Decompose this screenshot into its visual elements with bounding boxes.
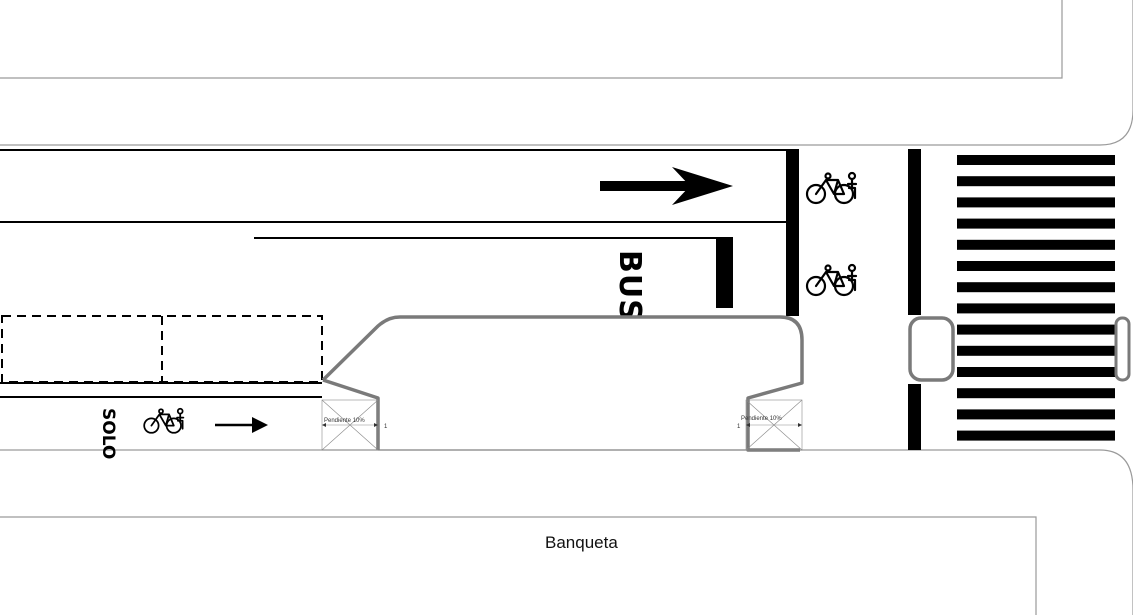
- stop-line-bikes-bottom: [908, 384, 921, 450]
- crosswalk-stripe: [957, 197, 1115, 208]
- svg-text:1: 1: [737, 424, 741, 430]
- bus-lane-end-bar: [716, 237, 733, 308]
- crosswalk-stripe: [957, 155, 1115, 165]
- crosswalk-stripe: [957, 176, 1115, 187]
- top-block-outline: [0, 0, 1063, 79]
- crosswalk-stripe: [957, 409, 1115, 420]
- bike-lane-solo-label: SOLO: [98, 408, 118, 459]
- crosswalk-stripe: [957, 345, 1115, 356]
- ramp-left-label: Pendiente 10%: [324, 418, 365, 424]
- crosswalk-stripe: [957, 430, 1115, 441]
- crosswalk-stripe: [957, 324, 1115, 335]
- bicycle-icon: [143, 407, 185, 434]
- crosswalk-stripe: [957, 303, 1115, 314]
- pedestrian-crosswalk: [957, 155, 1115, 441]
- stop-line-bikes-top: [908, 149, 921, 315]
- crosswalk-stripe: [957, 388, 1115, 399]
- crosswalk-stripe: [957, 239, 1115, 250]
- crosswalk-stripe: [957, 282, 1115, 293]
- stop-line-vehicles: [786, 149, 799, 316]
- bus-lane-label: BUS: [612, 250, 647, 322]
- ramp-left: Pendiente 10% 1: [321, 399, 388, 451]
- arrow-right-icon: [600, 167, 733, 205]
- pedestrian-refuge-island: [908, 316, 955, 382]
- top-curb-outline: [0, 0, 1133, 146]
- crosswalk-bollard: [1114, 316, 1131, 382]
- traffic-island: [321, 315, 804, 452]
- sidewalk-label: Banqueta: [545, 533, 618, 552]
- bottom-block-outline: [0, 516, 1037, 615]
- parking-boxes: [1, 315, 323, 383]
- crosswalk-stripe: [957, 218, 1115, 229]
- bicycle-icon: [805, 263, 858, 297]
- crosswalk-stripe: [957, 261, 1115, 271]
- svg-text:1: 1: [384, 424, 388, 430]
- ramp-right-label: Pendiente 10%: [741, 416, 782, 422]
- ramp-right: Pendiente 10% 1: [737, 399, 803, 451]
- crosswalk-stripe: [957, 367, 1115, 377]
- bicycle-icon: [805, 171, 858, 205]
- arrow-right-icon: [215, 417, 268, 433]
